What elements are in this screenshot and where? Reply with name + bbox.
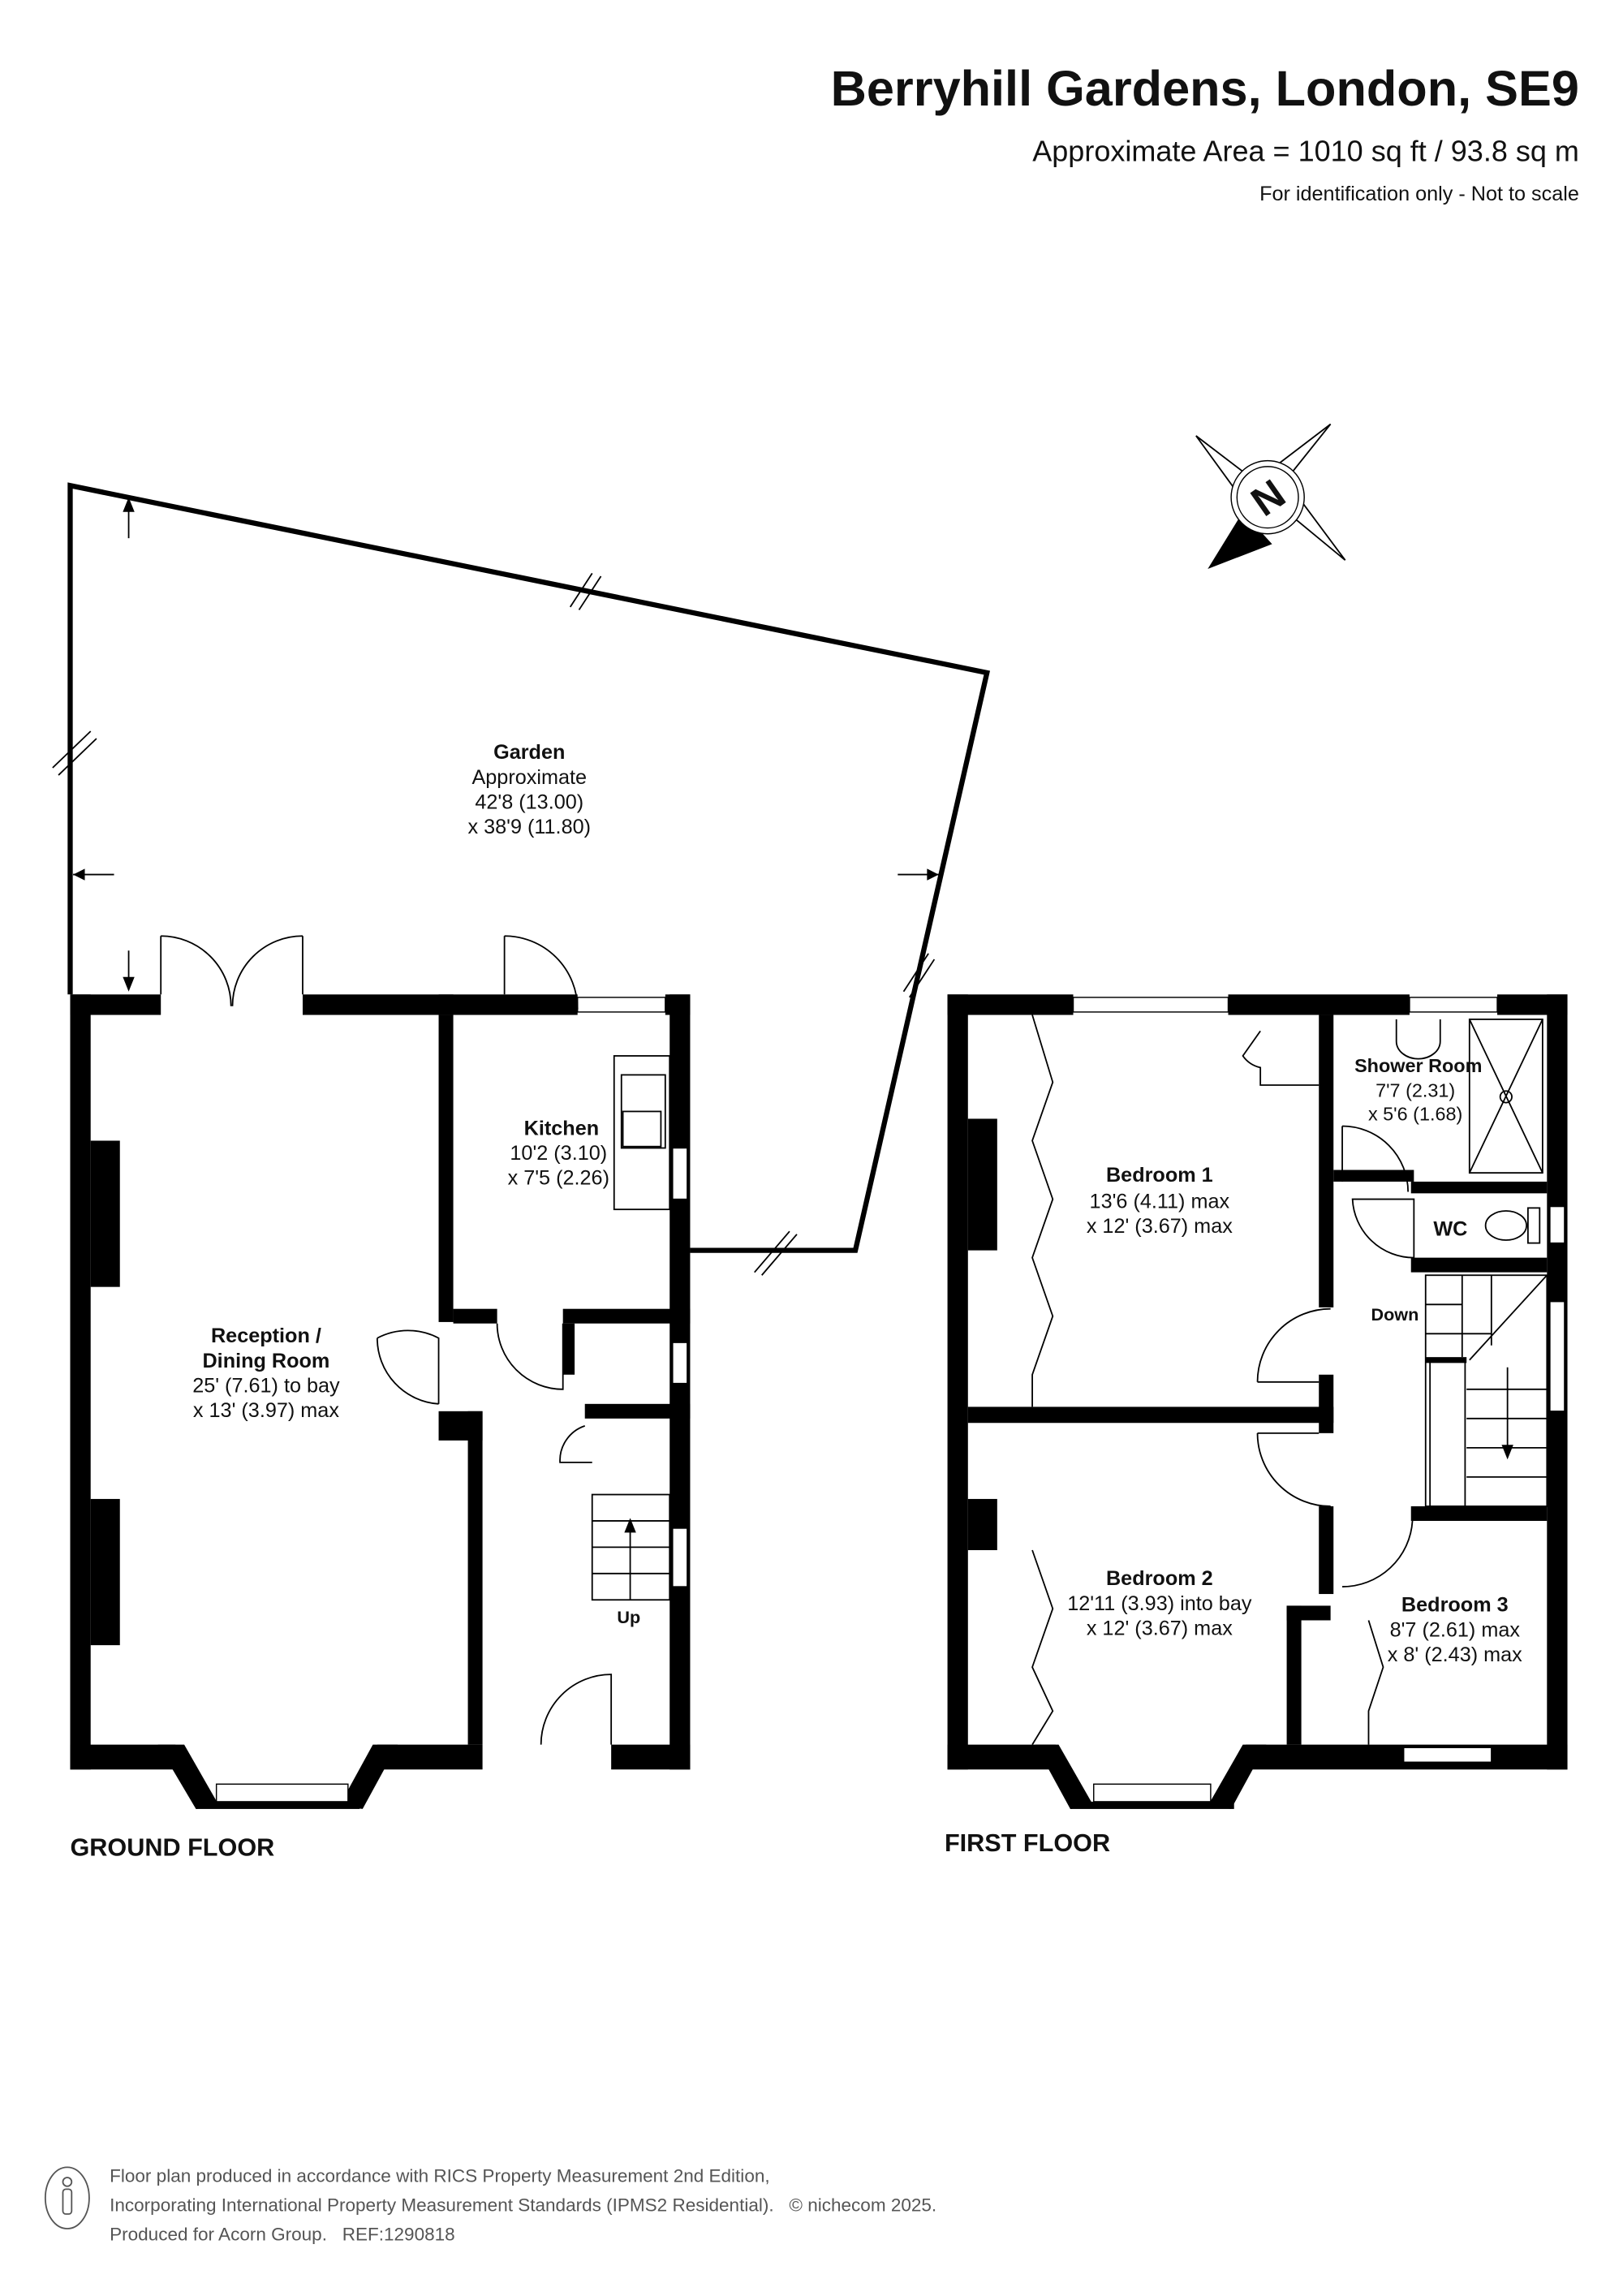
bedroom1-dim-2: x 12' (3.67) max [1087, 1215, 1233, 1238]
kitchen-name: Kitchen [524, 1117, 599, 1139]
bedroom3-name: Bedroom 3 [1401, 1594, 1509, 1617]
ground-floor-label: GROUND FLOOR [70, 1834, 274, 1862]
footer-line-1: Floor plan produced in accordance with R… [110, 2165, 770, 2186]
bedroom2-dim-2: x 12' (3.67) max [1087, 1618, 1233, 1640]
footer-line-2: Incorporating International Property Mea… [110, 2195, 936, 2215]
reception-name-2: Dining Room [202, 1350, 329, 1372]
bedroom2-dim-1: 12'11 (3.93) into bay [1067, 1592, 1252, 1615]
wc-name: WC [1433, 1218, 1467, 1241]
ground-floor-walls [70, 935, 691, 1809]
first-floor-stairs: Down [1371, 1274, 1548, 1507]
shower-room-name: Shower Room [1354, 1055, 1482, 1076]
bedroom1-dim-1: 13'6 (4.11) max [1090, 1190, 1230, 1213]
bedroom1-name: Bedroom 1 [1106, 1164, 1213, 1187]
stairs-down-label: Down [1371, 1304, 1419, 1325]
garden-name: Garden [493, 741, 565, 764]
compass-icon: N [1195, 423, 1346, 569]
garden-dim-1: 42'8 (13.00) [475, 790, 583, 813]
bedroom3-dim-2: x 8' (2.43) max [1388, 1643, 1522, 1666]
sink-icon [622, 1110, 662, 1148]
garden-note: Approximate [471, 766, 587, 789]
kitchen-dim-2: x 7'5 (2.26) [508, 1167, 609, 1190]
first-floor-label: FIRST FLOOR [945, 1829, 1110, 1857]
ground-floor-stairs: Up [591, 1493, 671, 1627]
shower-room-dim-1: 7'7 (2.31) [1375, 1079, 1455, 1101]
shower-drain-icon [1499, 1090, 1513, 1104]
bedroom2-name: Bedroom 2 [1106, 1567, 1213, 1590]
reception-dim-2: x 13' (3.97) max [193, 1399, 339, 1422]
toilet-icon [1484, 1210, 1527, 1241]
stairs-up-label: Up [617, 1607, 640, 1627]
first-floor-walls [947, 994, 1568, 1809]
shower-room-dim-2: x 5'6 (1.68) [1368, 1103, 1462, 1124]
approximate-area: Approximate Area = 1010 sq ft / 93.8 sq … [1032, 134, 1579, 167]
garden-dim-2: x 38'9 (11.80) [467, 816, 591, 838]
bedroom3-dim-1: 8'7 (2.61) max [1390, 1618, 1521, 1641]
garden: Garden Approximate 42'8 (13.00) x 38'9 (… [52, 482, 991, 1276]
reception-dim-1: 25' (7.61) to bay [192, 1374, 340, 1397]
footer-line-3: Produced for Acorn Group. REF:1290818 [110, 2224, 455, 2244]
property-title: Berryhill Gardens, London, SE9 [831, 61, 1579, 116]
disclaimer: For identification only - Not to scale [1259, 183, 1579, 205]
reception-name-1: Reception / [211, 1325, 321, 1347]
kitchen-dim-1: 10'2 (3.10) [510, 1142, 607, 1165]
basin-icon [1395, 1019, 1441, 1060]
person-icon [44, 2166, 90, 2229]
